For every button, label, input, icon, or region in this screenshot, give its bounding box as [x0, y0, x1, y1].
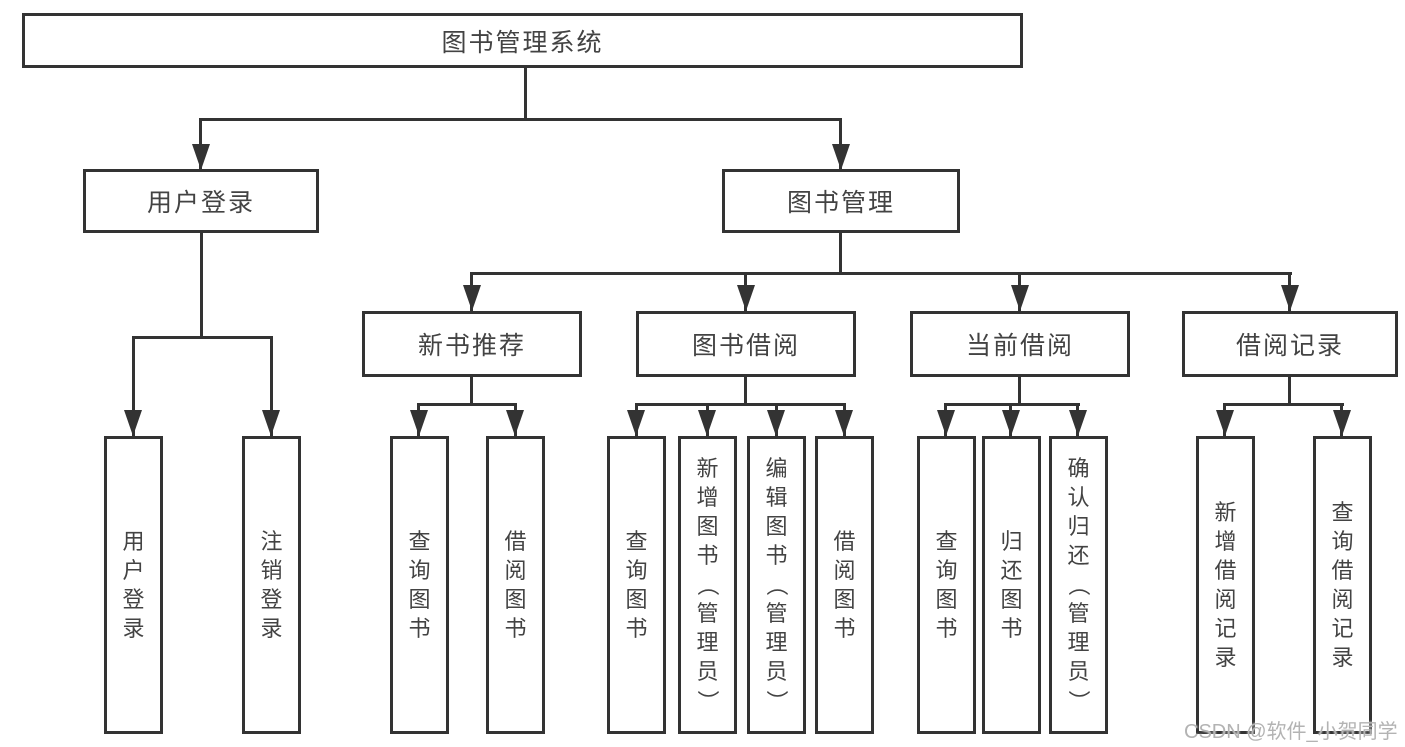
connector-split — [635, 403, 846, 406]
connector-stem — [744, 377, 747, 403]
arrowhead-down-icon — [192, 144, 210, 170]
connector-root-stem — [524, 68, 527, 118]
connector-stem — [1288, 377, 1291, 403]
leaf-label: 归还图书 — [1000, 528, 1023, 641]
leaf-label: 查询图书 — [408, 528, 431, 641]
connector-split — [417, 403, 517, 406]
node-label: 用户登录 — [146, 189, 255, 217]
leaf-label: 注销登录 — [260, 528, 283, 641]
leaf-label: 借阅图书 — [504, 528, 527, 641]
leaf-label: 用户登录 — [122, 528, 145, 641]
leaf-borrow-books: 借阅图书 — [815, 436, 874, 734]
node-label: 图书管理系统 — [441, 28, 604, 57]
connector-root-split — [200, 118, 842, 121]
node-book-borrowing: 图书借阅 — [636, 311, 856, 377]
leaf-logout: 注销登录 — [242, 436, 301, 734]
leaf-query-borrow-record: 查询借阅记录 — [1313, 436, 1372, 734]
leaf-label: 查询图书 — [935, 528, 958, 641]
arrowhead-down-icon — [737, 285, 755, 311]
leaf-add-borrow-record: 新增借阅记录 — [1196, 436, 1255, 734]
arrowhead-down-icon — [506, 410, 524, 436]
node-label: 图书管理 — [786, 189, 895, 217]
watermark: CSDN @软件_小贺同学 — [1184, 721, 1398, 743]
connector-stem — [470, 377, 473, 403]
connector-split — [1223, 403, 1344, 406]
connector-to-leaf — [270, 336, 273, 436]
arrowhead-down-icon — [1281, 285, 1299, 311]
arrowhead-down-icon — [124, 410, 142, 436]
connector-book-mgmt-stem — [839, 233, 842, 272]
node-new-book-recommend: 新书推荐 — [362, 311, 582, 377]
arrowhead-down-icon — [1069, 410, 1087, 436]
leaf-label: 查询图书 — [625, 528, 648, 641]
arrowhead-down-icon — [1333, 410, 1351, 436]
leaf-label: 确认归还（管理员） — [1066, 456, 1092, 713]
arrowhead-down-icon — [835, 410, 853, 436]
arrowhead-down-icon — [832, 144, 850, 170]
leaf-query-books: 查询图书 — [390, 436, 449, 734]
node-label: 图书借阅 — [691, 332, 800, 360]
arrowhead-down-icon — [627, 410, 645, 436]
node-user-login: 用户登录 — [83, 169, 319, 233]
leaf-add-books-admin: 新增图书（管理员） — [678, 436, 737, 734]
node-label: 新书推荐 — [417, 332, 526, 360]
arrowhead-down-icon — [1002, 410, 1020, 436]
leaf-label: 借阅图书 — [833, 528, 856, 641]
connector-user-login-stem — [200, 233, 203, 336]
leaf-label: 新增图书（管理员） — [695, 456, 721, 713]
leaf-confirm-return-admin: 确认归还（管理员） — [1049, 436, 1108, 734]
node-borrowing-records: 借阅记录 — [1182, 311, 1398, 377]
leaf-label: 新增借阅记录 — [1214, 499, 1237, 670]
leaf-user-login: 用户登录 — [104, 436, 163, 734]
node-label: 借阅记录 — [1235, 332, 1344, 360]
arrowhead-down-icon — [262, 410, 280, 436]
leaf-borrow-books: 借阅图书 — [486, 436, 545, 734]
leaf-edit-books-admin: 编辑图书（管理员） — [747, 436, 806, 734]
connector-to-leaf — [132, 336, 135, 436]
arrowhead-down-icon — [937, 410, 955, 436]
arrowhead-down-icon — [463, 285, 481, 311]
leaf-query-books: 查询图书 — [607, 436, 666, 734]
arrowhead-down-icon — [410, 410, 428, 436]
node-label: 当前借阅 — [965, 332, 1074, 360]
leaf-label: 查询借阅记录 — [1331, 499, 1354, 670]
leaf-return-books: 归还图书 — [982, 436, 1041, 734]
arrowhead-down-icon — [1011, 285, 1029, 311]
node-current-borrowing: 当前借阅 — [910, 311, 1130, 377]
arrowhead-down-icon — [767, 410, 785, 436]
leaf-query-books: 查询图书 — [917, 436, 976, 734]
arrowhead-down-icon — [698, 410, 716, 436]
connector-book-mgmt-split — [470, 272, 1292, 275]
node-library-management-system: 图书管理系统 — [22, 13, 1023, 68]
arrowhead-down-icon — [1216, 410, 1234, 436]
connector-user-login-split — [132, 336, 273, 339]
connector-split — [944, 403, 1080, 406]
connector-stem — [1018, 377, 1021, 403]
node-book-management: 图书管理 — [722, 169, 960, 233]
leaf-label: 编辑图书（管理员） — [764, 456, 790, 713]
